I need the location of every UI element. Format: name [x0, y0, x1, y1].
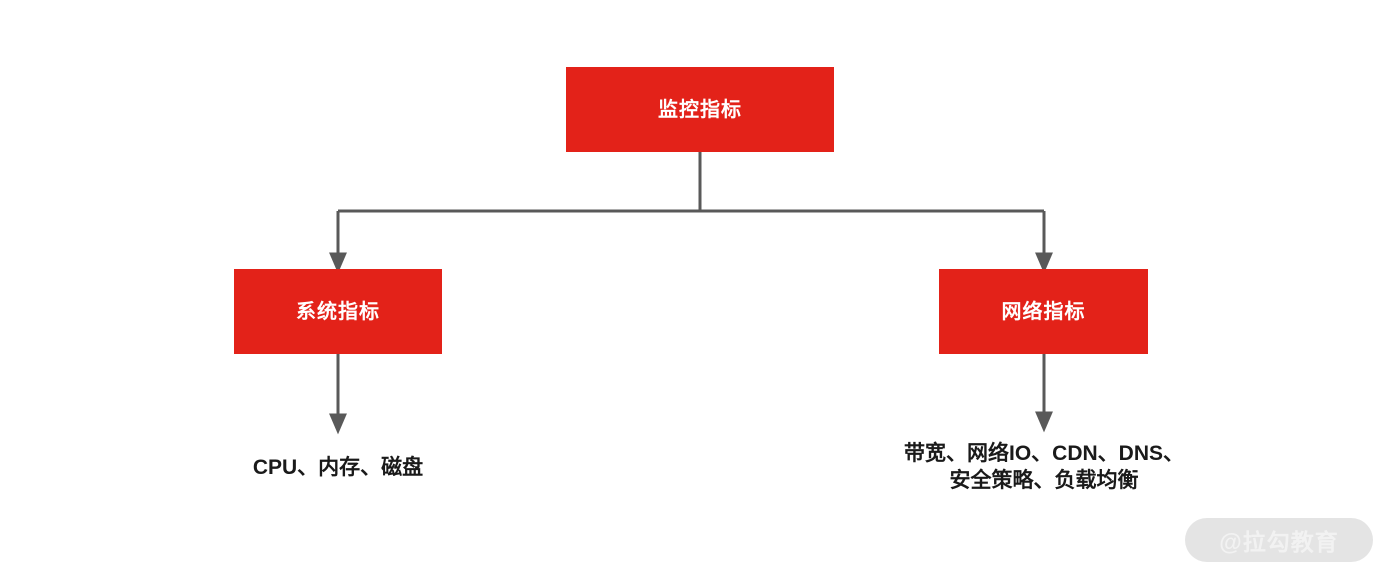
node-system-metrics[interactable]: 系统指标 [234, 269, 442, 354]
leaf-label-system-metrics: CPU、内存、磁盘 [252, 456, 424, 479]
watermark-text: @拉勾教育 [1219, 529, 1339, 555]
watermark-badge: @拉勾教育 [1185, 518, 1373, 562]
node-label: 系统指标 [296, 300, 380, 323]
leaf-label-network-metrics: 带宽、网络IO、CDN、DNS、 安全策略、负载均衡 [903, 442, 1184, 492]
node-label: 监控指标 [658, 98, 742, 121]
node-label: 网络指标 [1001, 300, 1086, 323]
node-monitoring-metrics[interactable]: 监控指标 [566, 67, 834, 152]
node-network-metrics[interactable]: 网络指标 [939, 269, 1148, 354]
